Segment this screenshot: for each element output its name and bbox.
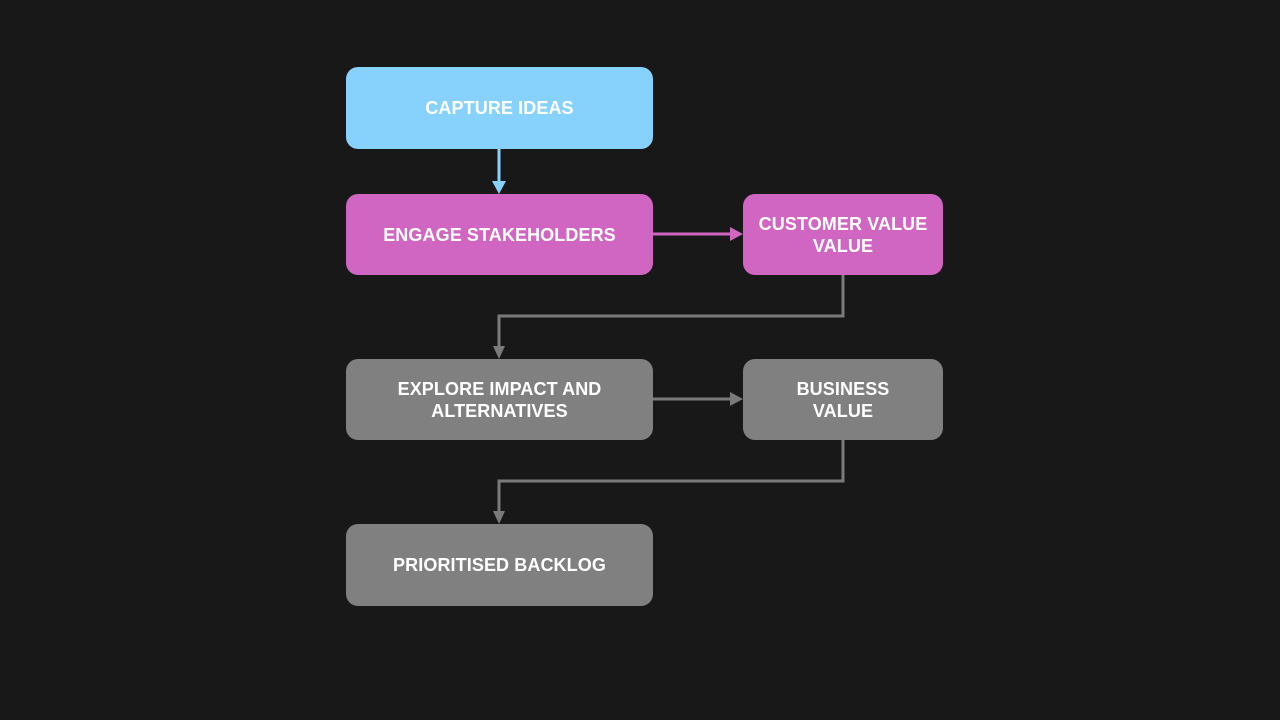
node-label: PRIORITISED BACKLOG bbox=[393, 555, 606, 575]
edge-engage-to-customer bbox=[653, 227, 743, 241]
edge-line bbox=[497, 440, 845, 512]
node-label: BUSINESS VALUE bbox=[796, 378, 890, 421]
node-explore-impact: EXPLORE IMPACT AND ALTERNATIVES bbox=[346, 359, 653, 440]
node-business-value: BUSINESS VALUE bbox=[743, 359, 943, 440]
node-label: EXPLORE IMPACT AND ALTERNATIVES bbox=[397, 378, 602, 421]
arrowhead-icon bbox=[493, 511, 505, 524]
node-engage-stakeholders: ENGAGE STAKEHOLDERS bbox=[346, 194, 653, 275]
node-customer-value: CUSTOMER VALUE VALUE bbox=[743, 194, 943, 275]
edge-line bbox=[497, 275, 845, 347]
arrowhead-icon bbox=[730, 227, 743, 241]
arrowhead-icon bbox=[730, 392, 743, 406]
node-label: ENGAGE STAKEHOLDERS bbox=[383, 224, 616, 245]
node-label: CUSTOMER VALUE VALUE bbox=[758, 213, 928, 256]
edge-business-to-backlog bbox=[493, 440, 845, 524]
node-capture-ideas: CAPTURE IDEAS bbox=[346, 67, 653, 149]
arrowhead-icon bbox=[492, 181, 506, 194]
edge-capture-to-engage bbox=[492, 149, 506, 194]
edge-customer-to-explore bbox=[493, 275, 845, 359]
node-prioritised-backlog: PRIORITISED BACKLOG bbox=[346, 524, 653, 606]
node-label: CAPTURE IDEAS bbox=[425, 98, 574, 118]
arrowhead-icon bbox=[493, 346, 505, 359]
edge-explore-to-business bbox=[653, 392, 743, 406]
